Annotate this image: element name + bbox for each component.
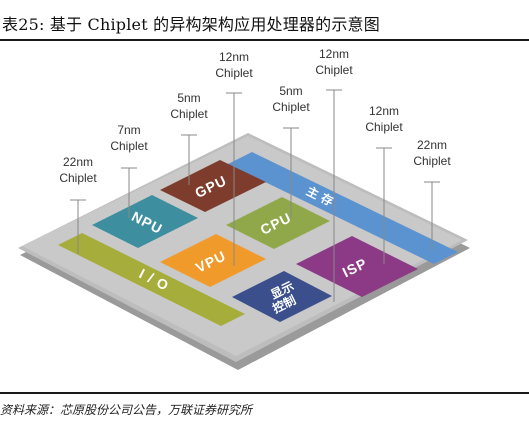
isp-block [296,236,418,297]
label-isp-12nm-line1: 12nm [369,104,399,118]
label-npu-7nm-line2: Chiplet [110,139,148,153]
display-block [232,271,332,322]
label-display-12nm-line2: Chiplet [315,63,353,77]
label-memory-22nm-line2: Chiplet [413,154,451,168]
memory-block [228,152,458,264]
label-display-12nm-line1: 12nm [319,47,349,61]
label-cpu-5nm-line2: Chiplet [272,100,310,114]
label-npu-22nm-line1: 22nm [63,155,93,169]
vpu-block [160,234,266,287]
bottom-rule [0,392,529,394]
gpu-block [160,160,266,212]
label-isp-12nm-line2: Chiplet [365,120,403,134]
figure-caption: 表25: 基于 Chiplet 的异构架构应用处理器的示意图 [2,15,380,34]
label-vpu-12nm-line1: 12nm [219,50,249,64]
label-gpu-5nm-line2: Chiplet [170,107,208,121]
label-cpu-5nm-line1: 5nm [279,84,302,98]
caption-bar: 表25: 基于 Chiplet 的异构架构应用处理器的示意图 [0,0,529,40]
npu-block [92,195,198,248]
io-block [58,233,245,326]
substrate-top [22,136,462,356]
source-note: 资料来源：芯原股份公司公告，万联证券研究所 [0,403,253,417]
label-vpu-12nm-line2: Chiplet [215,66,253,80]
top-rule [0,39,529,41]
label-gpu-5nm-line1: 5nm [177,91,200,105]
label-memory-22nm-line1: 22nm [417,138,447,152]
chiplet-diagram: GPU NPU CPU VPU ISP I / O 主 存 显示 控制 22nm… [18,47,470,370]
label-npu-22nm-line2: Chiplet [59,171,97,185]
label-npu-7nm-line1: 7nm [117,123,140,137]
cpu-block [226,197,330,249]
